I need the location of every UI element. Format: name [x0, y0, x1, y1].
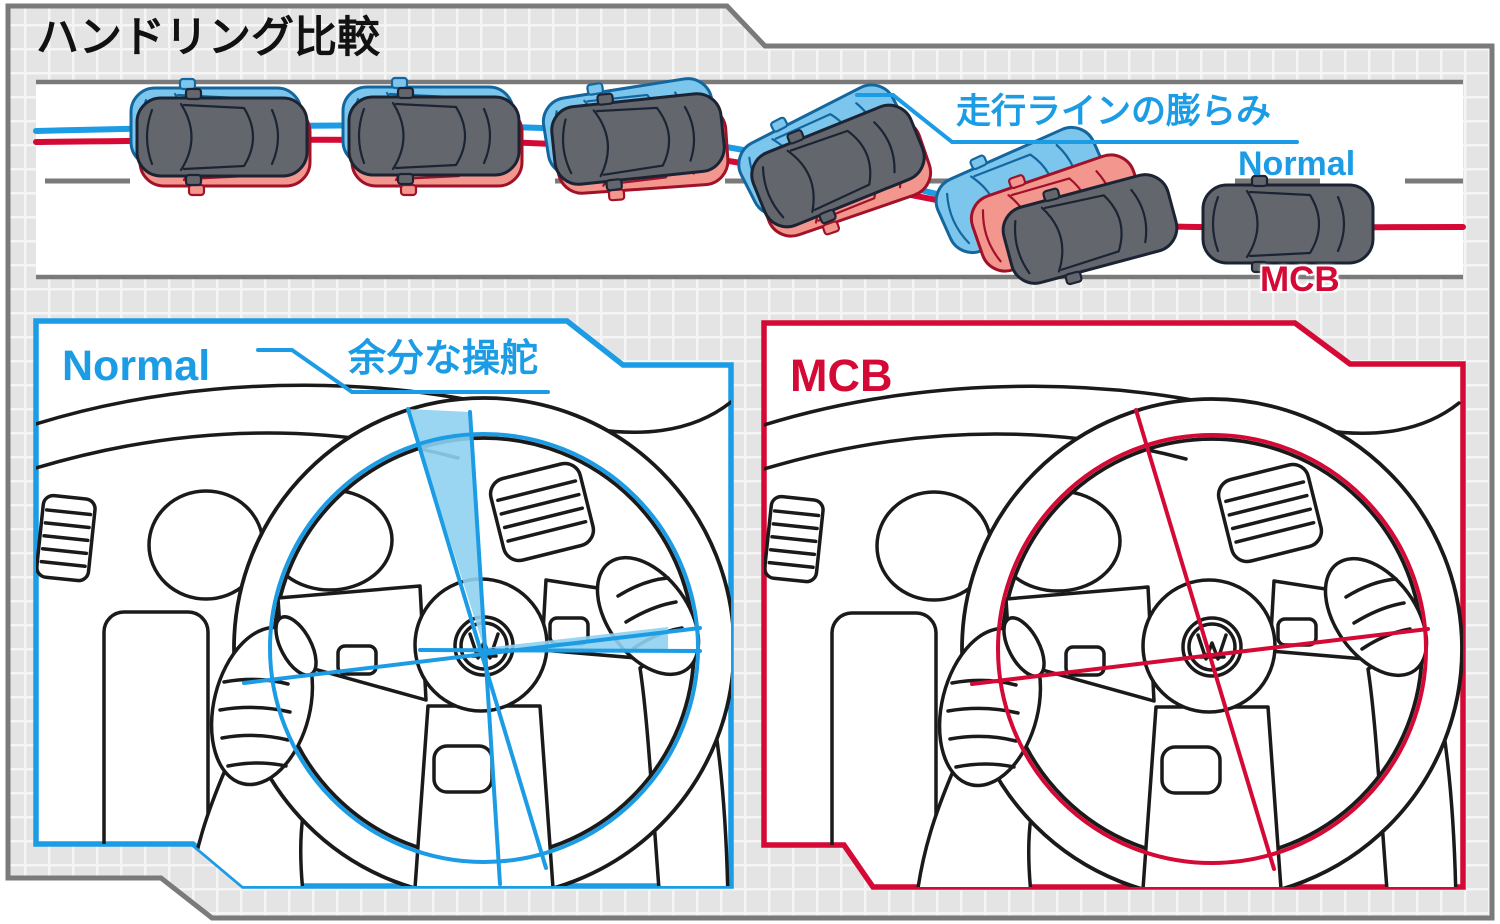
- normal-steering-overlay: [242, 407, 702, 886]
- excess-steering-label: 余分な操舵: [348, 338, 539, 380]
- car-position-6: [1201, 174, 1375, 274]
- car-position-1: [129, 77, 312, 197]
- bulge-callout-line: [855, 93, 1299, 144]
- road-mcb-label: MCB: [1260, 260, 1340, 299]
- car-position-2: [341, 76, 524, 197]
- road-normal-label: Normal: [1238, 145, 1356, 183]
- mcb-panel: [761, 320, 1466, 890]
- normal-panel: [33, 318, 734, 889]
- normal-panel-label: Normal: [62, 342, 211, 390]
- normal-wheel-illustration: [36, 383, 731, 886]
- mcb-panel-label: MCB: [790, 350, 893, 401]
- road: [33, 64, 1466, 299]
- excess-steering-callout-line: [256, 348, 550, 394]
- page-title: ハンドリング比較: [36, 14, 380, 62]
- mcb-wheel-illustration: [764, 384, 1463, 887]
- mcb-steering-overlay: [970, 408, 1430, 871]
- bulge-label: 走行ラインの膨らみ: [956, 92, 1272, 131]
